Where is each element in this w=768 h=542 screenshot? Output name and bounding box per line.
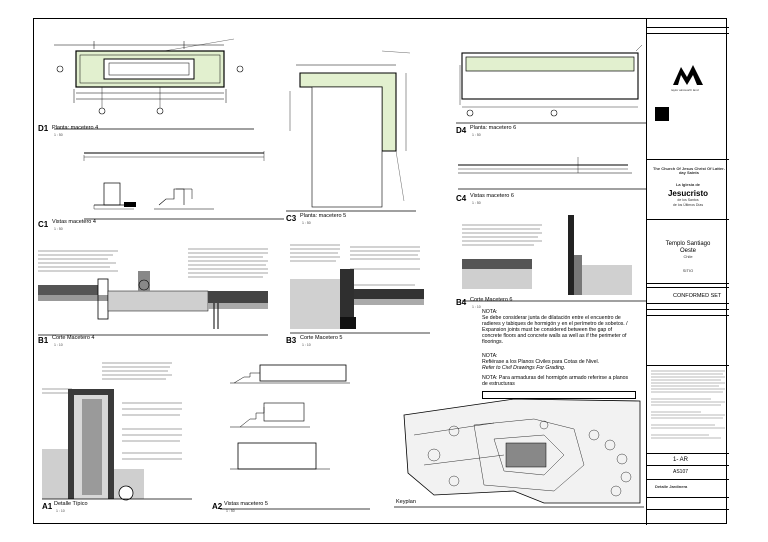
c4-title: Vistas macetero 6: [470, 193, 514, 199]
b4-scale: 1 : 10: [472, 305, 481, 309]
c1-scale: 1 : 50: [54, 227, 63, 231]
general-notes-text: [651, 370, 725, 439]
b1-title: Corte Macetero 4: [52, 335, 95, 341]
d4-id: D4: [456, 126, 467, 135]
set-label: CONFORMED SET: [673, 293, 722, 299]
note-2-body-en: Refer to Civil Drawings For Grading.: [482, 365, 566, 371]
note-1-heading: NOTA:: [482, 309, 498, 315]
plan-macetero-6: [456, 44, 646, 124]
a1-id: A1: [42, 502, 53, 511]
sheet-name: Detalle Jardinera: [655, 484, 688, 489]
keyplan-title: Keyplan: [396, 499, 416, 505]
d4-scale: 1 : 50: [472, 133, 481, 137]
church-es-line2: de los Santos: [677, 198, 699, 202]
b4-title: Corte Macetero 6: [470, 297, 513, 303]
church-es-line3: de los Últimos Días: [672, 203, 704, 207]
note-box: [482, 391, 636, 399]
c4-id: C4: [456, 194, 467, 203]
a2-id: A2: [212, 502, 223, 511]
c1-id: C1: [38, 220, 49, 229]
project-name-2: Oeste: [679, 248, 696, 254]
plan-macetero-4: [54, 38, 254, 130]
d4-title: Planta: macetero 6: [470, 125, 517, 131]
c3-id: C3: [286, 214, 297, 223]
note-1-body: Se debe considerar junta de dilatación e…: [482, 315, 628, 345]
title-block: taylor ainsworth land The Church Of Jesu…: [646, 19, 729, 525]
a2-scale: 1 : 50: [226, 509, 235, 513]
d1-title: Planta: macetero 4: [52, 125, 99, 131]
note-2-heading: NOTA:: [482, 353, 498, 359]
church-name: The Church Of Jesus Christ Of Latter-day…: [652, 166, 725, 175]
note-2: NOTA: Refiérase a los Planos Civiles par…: [482, 353, 632, 371]
detalle-tipico: [42, 362, 192, 501]
note-3: NOTA: Para armaduras del hormigón armado…: [482, 375, 629, 387]
c4-scale: 1 : 50: [472, 201, 481, 205]
d1-scale: 1 : 50: [54, 133, 63, 137]
c1-title: Vistas macetero 4: [52, 219, 96, 225]
note-1: NOTA: Se debe considerar junta de dilata…: [482, 309, 632, 345]
keyplan-site: [394, 398, 644, 508]
b3-id: B3: [286, 336, 297, 345]
vistas-macetero-6: [458, 157, 646, 190]
a1-scale: 1 : 10: [56, 509, 65, 513]
project-country: Chile: [683, 254, 693, 259]
firm-stamp: [655, 107, 669, 121]
a1-title: Detalle Típico: [54, 501, 88, 507]
vistas-macetero-4: [83, 151, 284, 220]
corte-macetero-5: [290, 244, 430, 334]
church-es-jesucristo: Jesucristo: [667, 189, 709, 198]
b3-scale: 1 : 10: [302, 343, 311, 347]
b3-title: Corte Macetero 5: [300, 335, 343, 341]
project-site: SITIO: [682, 268, 694, 273]
project-name-1: Templo Santiago: [665, 241, 711, 247]
vistas-macetero-5: [220, 364, 370, 510]
c3-scale: 1 : 50: [302, 221, 311, 225]
b1-id: B1: [38, 336, 49, 345]
corte-macetero-4: [38, 248, 268, 336]
firm-logo-icon: [673, 65, 703, 85]
discipline-code: 1- AR: [673, 457, 689, 463]
a2-title: Vistas macetero 5: [224, 501, 268, 507]
drawing-sheet: D1 Planta: macetero 4 1 : 50 C1 Vistas m…: [33, 18, 729, 525]
c3-title: Planta: macetero 5: [300, 213, 347, 219]
sheet-number: AS107: [673, 469, 689, 475]
d1-id: D1: [38, 124, 49, 133]
note-2-body-es: Refiérase a los Planos Civiles para Cota…: [482, 359, 600, 365]
b4-id: B4: [456, 298, 467, 307]
corte-macetero-6: [462, 215, 646, 302]
firm-name: taylor ainsworth land: [671, 88, 699, 92]
church-es-line1: La Iglesia de: [675, 182, 700, 187]
b1-scale: 1 : 10: [54, 343, 63, 347]
plan-macetero-5: [286, 50, 416, 212]
